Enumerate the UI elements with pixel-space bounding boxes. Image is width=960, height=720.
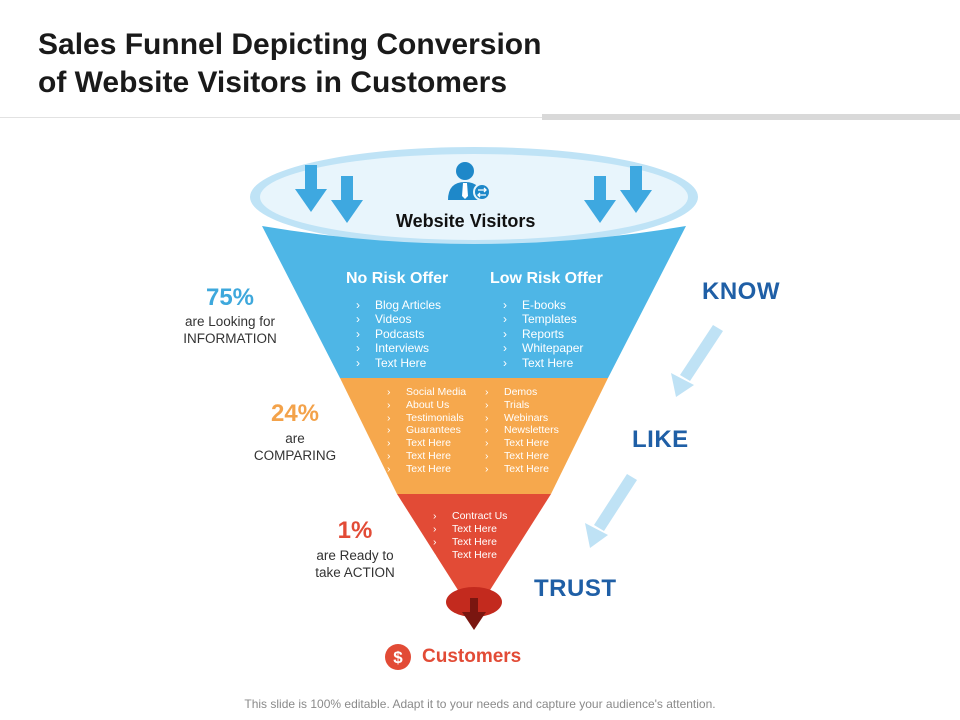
list-item: Text Here [485,437,559,450]
stat-label-line: are Looking for [184,314,276,329]
list-item: Testimonials [387,412,466,425]
down-arrow-icon [295,165,327,212]
list-item: Text Here [387,437,466,450]
list-item: Newsletters [485,424,559,437]
funnel-section-middle [340,378,608,494]
list-item: Interviews [356,341,441,356]
list-item: Videos [356,312,441,327]
stat-label-comparing: are COMPARING [215,430,375,464]
list-item: Text Here [387,463,466,476]
list-item: Contract Us [433,510,507,523]
dollar-icon: $ [385,644,411,670]
list-item: Text Here [433,523,507,536]
title-line-1: Sales Funnel Depicting Conversion [38,28,542,61]
middle-right-list: Demos Trials Webinars Newsletters Text H… [485,386,559,476]
list-item: E-books [503,298,583,313]
bottom-list: Contract Us Text Here Text Here Text Her… [433,510,507,562]
down-arrow-icon [584,176,616,223]
user-exchange-icon [448,162,491,201]
list-item: Text Here [485,450,559,463]
stage-like: LIKE [632,426,689,453]
list-item: Text Here [485,463,559,476]
stage-trust: TRUST [534,575,617,602]
list-item: Blog Articles [356,298,441,313]
title-rule [0,117,542,118]
stat-label-line: take ACTION [315,565,395,580]
stat-label-action: are Ready to take ACTION [275,547,435,581]
slide-title: Sales Funnel Depicting Conversion of Web… [38,26,658,102]
list-item: Reports [503,327,583,342]
output-arrow-icon [462,598,486,630]
customers-label: Customers [422,646,522,667]
stat-percent-action: 1% [337,517,373,544]
svg-text:$: $ [393,648,403,667]
stat-percent-comparing: 24% [270,400,320,427]
funnel-section-top [262,226,686,378]
list-item: Social Media [387,386,466,399]
stat-percent-information: 75% [205,284,255,311]
list-item: Guarantees [387,424,466,437]
stat-label-line: are [285,431,305,446]
list-item: Whitepaper [503,341,583,356]
website-visitors-label: Website Visitors [396,211,536,231]
stage-arrow-like-trust [585,474,637,548]
no-risk-offer-list: Blog Articles Videos Podcasts Interviews… [356,298,441,370]
stage-arrow-know-like [671,325,723,397]
list-item: Text Here [433,536,507,549]
list-item: Text Here [433,549,507,562]
down-arrow-icon [620,166,652,213]
stat-label-information: are Looking for INFORMATION [150,313,310,347]
stat-label-line: INFORMATION [183,331,277,346]
middle-left-list: Social Media About Us Testimonials Guara… [387,386,466,476]
stat-label-line: are Ready to [316,548,394,563]
list-item: Podcasts [356,327,441,342]
list-item: Demos [485,386,559,399]
list-item: Text Here [387,450,466,463]
list-item: Trials [485,399,559,412]
list-item: Webinars [485,412,559,425]
list-item: Text Here [503,356,583,371]
low-risk-offer-list: E-books Templates Reports Whitepaper Tex… [503,298,583,370]
footer-note: This slide is 100% editable. Adapt it to… [244,697,716,711]
low-risk-offer-heading: Low Risk Offer [490,270,603,287]
stage-know: KNOW [702,278,780,305]
list-item: Text Here [356,356,441,371]
stat-label-line: COMPARING [253,448,337,463]
down-arrow-icon [331,176,363,223]
no-risk-offer-heading: No Risk Offer [346,270,449,287]
list-item: About Us [387,399,466,412]
title-line-2: of Website Visitors in Customers [38,66,507,99]
title-rule-accent [542,114,960,120]
list-item: Templates [503,312,583,327]
